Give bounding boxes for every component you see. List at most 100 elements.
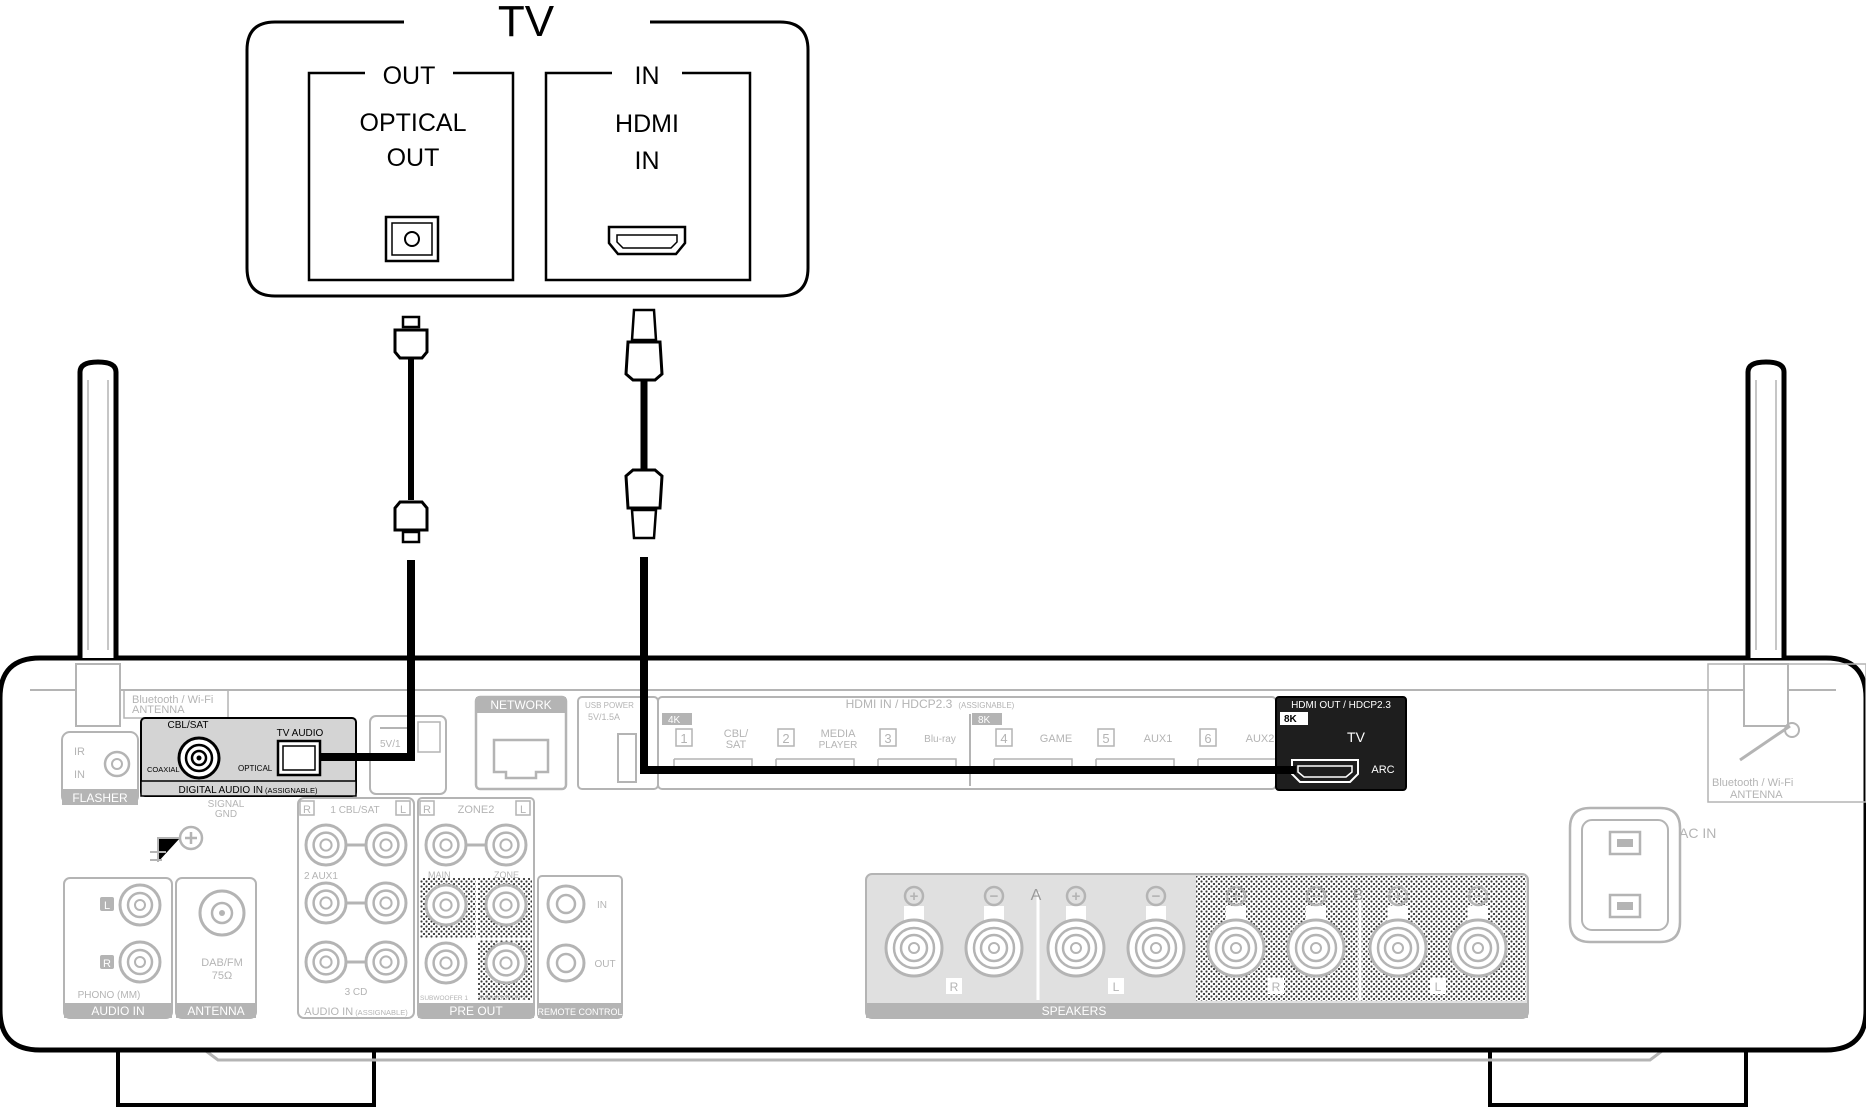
digital-audio-in-main: DIGITAL AUDIO IN xyxy=(179,785,263,796)
speaker-binding-post: − xyxy=(1286,885,1346,978)
phono-l: L xyxy=(104,900,110,912)
speaker-channel-label: R xyxy=(950,980,959,994)
antenna-ohm: 75Ω xyxy=(212,970,232,982)
ac-in-inlet xyxy=(1568,806,1682,944)
assignable-audio-in-label: AUDIO IN(ASSIGNABLE) xyxy=(304,1006,408,1018)
rca-jack xyxy=(304,881,348,925)
flasher-ir: IR xyxy=(74,746,85,758)
hdmi-in-port-label: MEDIA xyxy=(821,728,857,740)
pre-out-zone2: ZONE2 xyxy=(458,804,495,816)
hdmi-out-tv-arc-jack[interactable] xyxy=(1291,759,1359,783)
assignable-row2: 2 AUX1 xyxy=(304,871,338,882)
dab-fm-antenna-jack xyxy=(175,877,257,1019)
pre-out-rca-jacks xyxy=(424,823,528,985)
speakers-a: A xyxy=(1031,887,1042,904)
tv-hdmi-in-jack[interactable] xyxy=(607,225,687,256)
digital-audio-in-assignable: (ASSIGNABLE) xyxy=(265,786,318,795)
receiver-unit: Bluetooth / Wi-Fi ANTENNA Bluetooth / Wi… xyxy=(0,359,1866,1107)
minus-icon: − xyxy=(1152,888,1161,905)
rca-jack xyxy=(424,883,468,927)
hdmi-in-assignable: (ASSIGNABLE) xyxy=(958,701,1014,710)
hdmi-in-port-label: SAT xyxy=(726,739,747,751)
tv-optical-out-jack[interactable] xyxy=(384,215,440,263)
assignable-audio-in xyxy=(297,797,415,1019)
audio-in-label: AUDIO IN xyxy=(91,1004,144,1018)
hdmi-in-badge-4k: 4K xyxy=(668,715,681,726)
flasher-label: FLASHER xyxy=(72,791,128,805)
bt-antenna-right-line1: Bluetooth / Wi-Fi xyxy=(1712,777,1793,789)
speaker-binding-post: + xyxy=(1368,885,1428,978)
pre-out-r: R xyxy=(423,804,431,816)
hdmi-in-port-number: 3 xyxy=(884,731,891,746)
plus-icon: + xyxy=(910,888,919,905)
minus-icon: − xyxy=(990,888,999,905)
tv-out-label: OUT xyxy=(383,62,436,90)
hdmi-in-port-number: 5 xyxy=(1102,731,1109,746)
bt-antenna-left-line2: ANTENNA xyxy=(132,704,185,716)
usb-port-label: 5V/1 xyxy=(380,739,401,750)
bt-antenna-left-line1: Bluetooth / Wi-Fi xyxy=(132,694,213,706)
usb-power-line2: 5V/1.5A xyxy=(588,712,620,722)
hdmi-out-panel xyxy=(1275,696,1407,791)
hdmi-in-port-label: AUX1 xyxy=(1144,733,1173,745)
speaker-binding-post: + xyxy=(1046,885,1106,978)
minus-icon: − xyxy=(1474,888,1483,905)
remote-control-label: REMOTE CONTROL xyxy=(537,1007,622,1017)
hdmi-in-port-number: 1 xyxy=(680,731,687,746)
remote-out: OUT xyxy=(594,959,615,970)
hdmi-in-title-main: HDMI IN / HDCP2.3 xyxy=(846,697,953,711)
network-label: NETWORK xyxy=(490,698,551,712)
speakers-label: SPEAKERS xyxy=(1042,1004,1107,1018)
tv-audio-optical-jack[interactable] xyxy=(276,739,322,777)
digital-coaxial: COAXIAL xyxy=(147,765,180,774)
digital-audio-in-label: DIGITAL AUDIO IN(ASSIGNABLE) xyxy=(179,785,318,796)
hdmi-in-port-5: 5 AUX1 xyxy=(1095,728,1175,768)
phono-label: PHONO (MM) xyxy=(78,990,141,1001)
speakers-b: B xyxy=(1353,887,1364,904)
bt-antenna-right-line2: ANTENNA xyxy=(1730,789,1783,801)
rca-jack xyxy=(304,823,348,867)
digital-optical: OPTICAL xyxy=(238,764,273,773)
tv-hdmi-in-line1: HDMI xyxy=(615,110,679,138)
hdmi-in-port-label: CBL/ xyxy=(724,728,749,740)
rca-jack xyxy=(364,940,408,984)
hdmi-in-port-number: 4 xyxy=(1000,731,1007,746)
optical-cable[interactable] xyxy=(320,315,429,761)
tv-optical-out-line1: OPTICAL xyxy=(360,109,467,137)
tv-title: TV xyxy=(498,0,555,46)
hdmi-in-title: HDMI IN / HDCP2.3 (ASSIGNABLE) xyxy=(846,697,1015,711)
speaker-binding-post: − xyxy=(1126,885,1186,978)
bluetooth-wifi-antenna-left xyxy=(75,359,121,727)
hdmi-in-port-label: Blu-ray xyxy=(924,734,956,745)
tv-hdmi-in-panel: IN HDMI IN xyxy=(544,62,752,282)
speaker-channel-label: R xyxy=(1272,980,1281,994)
hdmi-out-arc: ARC xyxy=(1371,764,1394,776)
pre-out-label: PRE OUT xyxy=(449,1004,503,1018)
antenna-label: ANTENNA xyxy=(187,1004,244,1018)
tv-unit: TV OUT OPTICAL OUT IN HDMI IN xyxy=(245,0,810,298)
plus-icon: + xyxy=(1394,888,1403,905)
rca-jack xyxy=(364,881,408,925)
plus-icon: + xyxy=(1232,888,1241,905)
rca-jack xyxy=(304,940,348,984)
rca-jack xyxy=(424,941,468,985)
speaker-binding-post: + xyxy=(1206,885,1266,978)
hdmi-in-port-label: PLAYER xyxy=(819,740,858,751)
coaxial-jack[interactable] xyxy=(177,736,221,780)
pre-out-main: MAIN xyxy=(428,870,451,880)
tv-in-label: IN xyxy=(635,62,660,90)
hdmi-cable[interactable] xyxy=(624,308,1296,774)
receiver-foot-right xyxy=(1488,1045,1748,1107)
digital-tv-audio: TV AUDIO xyxy=(277,728,324,739)
antenna-dab-fm: DAB/FM xyxy=(201,957,243,969)
remote-control-jacks xyxy=(537,875,623,1019)
speaker-binding-post: − xyxy=(1448,885,1508,978)
rca-jack xyxy=(424,823,468,867)
hdmi-in-port-label: AUX2 xyxy=(1246,733,1275,745)
usb-power-line1: USB POWER xyxy=(585,701,634,710)
phono-audio-in xyxy=(63,877,173,1019)
